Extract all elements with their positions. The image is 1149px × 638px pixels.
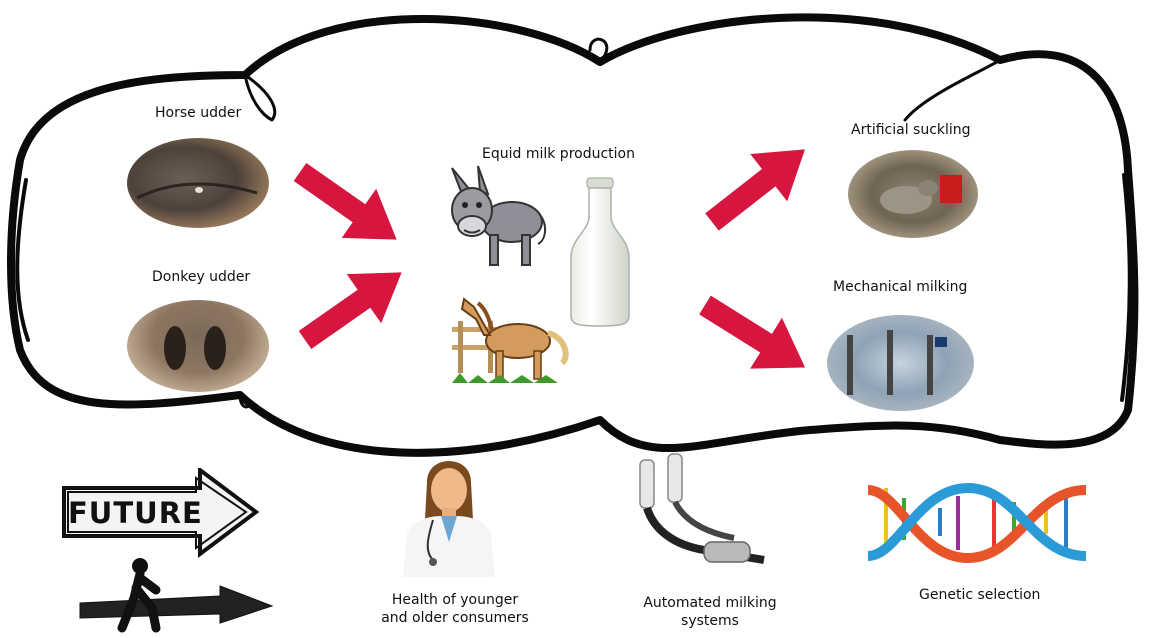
- equid-milk-production-label: Equid milk production: [482, 146, 635, 162]
- horse-udder-shape: [136, 182, 258, 200]
- donkey-udder-label: Donkey udder: [152, 269, 251, 285]
- health-label-line1: Health of younger: [391, 592, 519, 608]
- foal-feeder-shape: [880, 175, 962, 214]
- mechanical-milking-photo: [827, 315, 974, 411]
- horse-udder-photo: [127, 138, 269, 228]
- donkey-icon: [451, 165, 546, 266]
- artificial-suckling-photo: [848, 150, 978, 238]
- mechanical-milking-label: Mechanical milking: [833, 279, 968, 295]
- future-text: FUTURE: [68, 496, 203, 530]
- arrow-horse-to-production: [293, 162, 397, 240]
- doctor-icon: [403, 461, 495, 577]
- arrow-production-to-milking: [699, 295, 806, 369]
- dna-helix-icon: [868, 482, 1086, 564]
- automated-milking-label: Automated milking systems: [620, 594, 800, 630]
- milking-cluster-icon: [639, 453, 765, 564]
- milk-bottle-icon: [570, 177, 630, 327]
- donkey-udder-photo: [127, 300, 269, 392]
- genetic-selection-label: Genetic selection: [919, 587, 1041, 603]
- arrow-production-to-suckling: [705, 149, 805, 231]
- arrow-donkey-to-production: [298, 272, 402, 350]
- automated-label-line2: systems: [681, 613, 739, 629]
- automated-label-line1: Automated milking: [643, 595, 777, 611]
- milking-parlour-shape: [847, 330, 947, 395]
- horse-icon: [452, 297, 569, 383]
- artificial-suckling-label: Artificial suckling: [851, 122, 971, 138]
- future-sign-icon: [62, 468, 274, 633]
- health-consumers-label: Health of younger and older consumers: [360, 591, 550, 627]
- donkey-udder-shape: [164, 326, 226, 370]
- health-label-line2: and older consumers: [381, 610, 529, 626]
- horse-udder-label: Horse udder: [155, 105, 242, 121]
